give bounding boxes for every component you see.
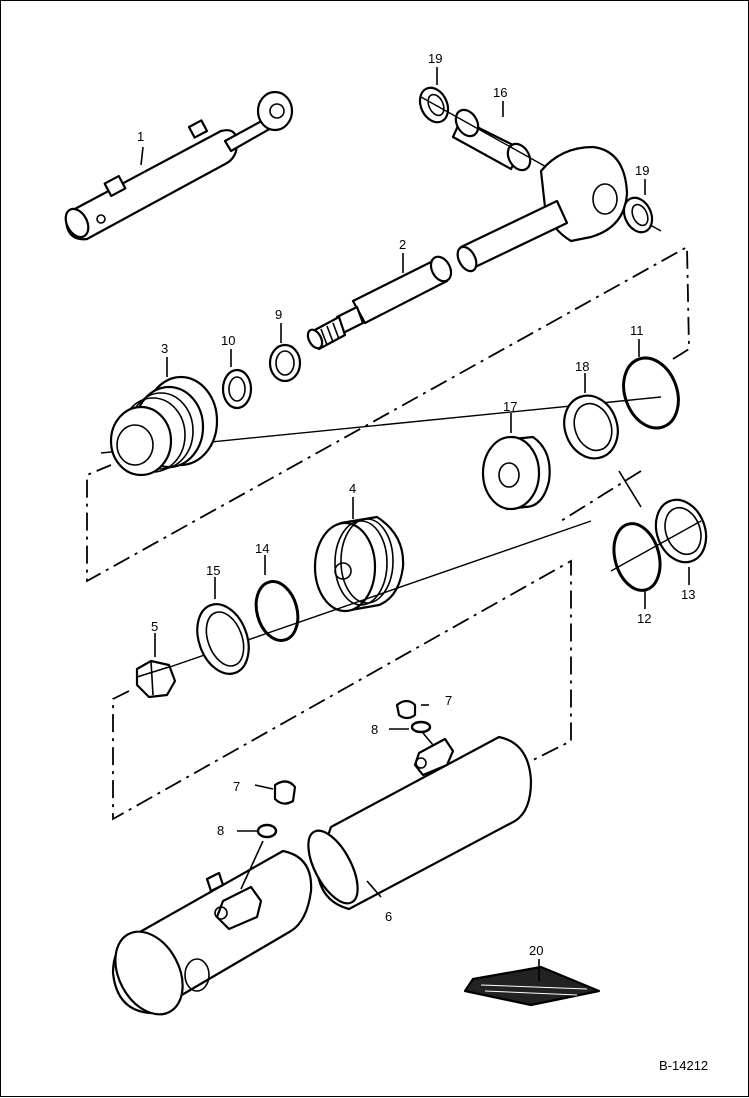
part-20-decal bbox=[463, 965, 601, 1007]
callout-7-lower: 7 bbox=[233, 779, 240, 794]
callout-17: 17 bbox=[503, 399, 517, 414]
callout-8-lower: 8 bbox=[217, 823, 224, 838]
callout-leaders bbox=[140, 67, 690, 981]
callout-3: 3 bbox=[161, 341, 168, 356]
part-8-o-ring-upper bbox=[410, 720, 432, 734]
part-12-o-ring bbox=[612, 522, 662, 592]
part-11-o-ring bbox=[622, 356, 680, 430]
part-8-o-ring-lower bbox=[256, 823, 278, 839]
callout-13: 13 bbox=[681, 587, 695, 602]
callout-2: 2 bbox=[399, 237, 406, 252]
fitting-leader-upper bbox=[422, 732, 434, 746]
callout-19-lower: 19 bbox=[635, 163, 649, 178]
assembly-guide-lines bbox=[86, 245, 690, 821]
part-9-rod-seal bbox=[268, 343, 302, 383]
part-1-cylinder-assembly bbox=[64, 90, 294, 241]
callout-1: 1 bbox=[137, 129, 144, 144]
callout-16: 16 bbox=[493, 85, 507, 100]
callout-12: 12 bbox=[637, 611, 651, 626]
part-5-lock-nut bbox=[135, 659, 177, 699]
callout-19-upper: 19 bbox=[428, 51, 442, 66]
reference-code: B-14212 bbox=[659, 1058, 708, 1073]
callout-8-upper: 8 bbox=[371, 722, 378, 737]
callout-4: 4 bbox=[349, 481, 356, 496]
callout-20: 20 bbox=[529, 943, 543, 958]
callout-18: 18 bbox=[575, 359, 589, 374]
part-7-plug-upper bbox=[395, 699, 417, 720]
callout-14: 14 bbox=[255, 541, 269, 556]
part-18-backup-ring bbox=[563, 394, 619, 460]
part-4-piston bbox=[313, 515, 405, 613]
callout-10: 10 bbox=[221, 333, 235, 348]
ring-leader bbox=[618, 470, 642, 508]
part-10-wiper-seal bbox=[221, 368, 253, 410]
part-2-rod-eye-end bbox=[456, 145, 629, 273]
part-7-plug-lower bbox=[273, 780, 297, 805]
callout-9: 9 bbox=[275, 307, 282, 322]
fitting-leader-lower bbox=[240, 840, 264, 890]
part-16-pin bbox=[451, 108, 532, 172]
ring-axis-line bbox=[610, 520, 702, 572]
part-2-piston-rod bbox=[306, 255, 453, 351]
part-15-backup-ring bbox=[196, 603, 250, 675]
part-3-cylinder-head bbox=[109, 375, 219, 477]
part-19-bushing-lower bbox=[622, 196, 654, 234]
part-14-o-ring bbox=[254, 580, 300, 642]
callout-7-upper: 7 bbox=[445, 693, 452, 708]
callout-15: 15 bbox=[206, 563, 220, 578]
callout-11: 11 bbox=[630, 323, 644, 338]
callout-labels: 1 2 3 4 5 6 7 8 7 8 9 10 11 12 13 14 15 … bbox=[137, 51, 695, 958]
callout-5: 5 bbox=[151, 619, 158, 634]
part-17-spacer bbox=[481, 435, 551, 511]
callout-6: 6 bbox=[385, 909, 392, 924]
part-13-backup-ring bbox=[654, 498, 708, 564]
part-6-cylinder-barrel bbox=[111, 735, 533, 1016]
